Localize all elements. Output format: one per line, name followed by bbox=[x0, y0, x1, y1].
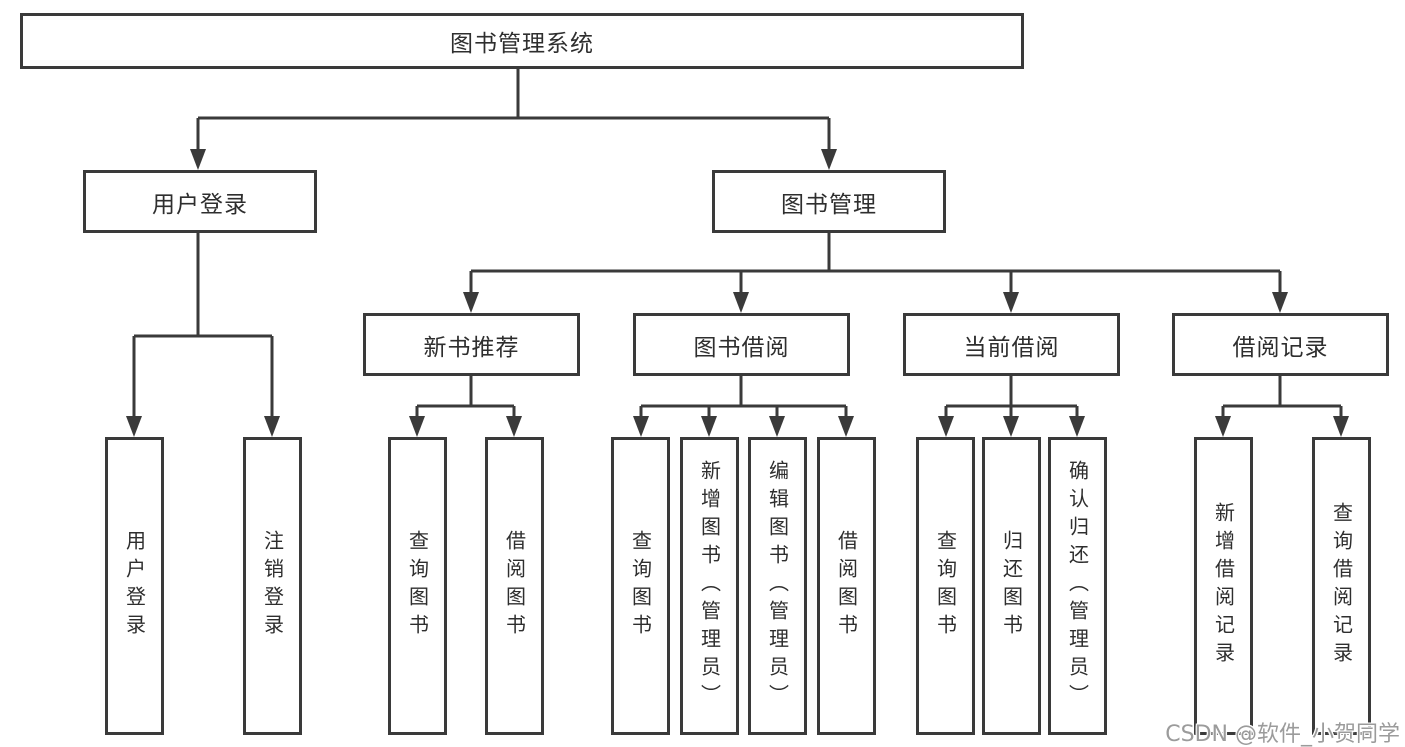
node-library-management-system: 图书管理系统 bbox=[20, 13, 1024, 69]
leaf-query-books: 查询图书 bbox=[388, 437, 447, 735]
connector-root-to-level2 bbox=[196, 69, 831, 151]
leaf-confirm-return-admin: 确认归还（管理员） bbox=[1048, 437, 1107, 735]
leaf-label: 查询图书 bbox=[933, 530, 958, 642]
leaf-query-books: 查询图书 bbox=[916, 437, 975, 735]
leaf-return-books: 归还图书 bbox=[982, 437, 1041, 735]
leaf-user-login: 用户登录 bbox=[105, 437, 164, 735]
leaf-borrow-books: 借阅图书 bbox=[817, 437, 876, 735]
leaf-label: 归还图书 bbox=[999, 530, 1024, 642]
leaf-label: 确认归还（管理员） bbox=[1065, 460, 1090, 712]
leaf-label: 查询借阅记录 bbox=[1329, 502, 1354, 670]
connector-bookborrow-to-leaves bbox=[639, 376, 848, 418]
node-current-borrow: 当前借阅 bbox=[903, 313, 1120, 376]
leaf-add-borrow-record: 新增借阅记录 bbox=[1194, 437, 1253, 735]
node-borrow-records: 借阅记录 bbox=[1172, 313, 1389, 376]
leaf-label: 新增借阅记录 bbox=[1211, 502, 1236, 670]
node-label: 借阅记录 bbox=[1232, 334, 1329, 361]
leaf-logout: 注销登录 bbox=[243, 437, 302, 735]
arrowheads bbox=[126, 149, 1349, 437]
node-label: 图书借阅 bbox=[693, 334, 790, 361]
node-book-borrow: 图书借阅 bbox=[633, 313, 850, 376]
connector-bookmgmt-to-level3 bbox=[469, 233, 1282, 294]
connector-currentborrow-to-leaves bbox=[944, 376, 1079, 418]
leaf-label: 编辑图书（管理员） bbox=[765, 460, 790, 712]
node-label: 图书管理系统 bbox=[450, 31, 594, 57]
leaf-label: 新增图书（管理员） bbox=[697, 460, 722, 712]
node-book-management: 图书管理 bbox=[712, 170, 946, 233]
node-label: 新书推荐 bbox=[423, 334, 520, 361]
leaf-query-borrow-record: 查询借阅记录 bbox=[1312, 437, 1371, 735]
node-user-login: 用户登录 bbox=[83, 170, 317, 233]
connector-userlogin-to-leaves bbox=[132, 233, 274, 418]
leaf-borrow-books: 借阅图书 bbox=[485, 437, 544, 735]
node-new-book-recommend: 新书推荐 bbox=[363, 313, 580, 376]
node-label: 当前借阅 bbox=[963, 334, 1060, 361]
connector-newbooks-to-leaves bbox=[415, 376, 516, 418]
csdn-watermark: CSDN @软件_小贺同学 bbox=[1165, 722, 1400, 747]
node-label: 用户登录 bbox=[152, 191, 248, 218]
connector-records-to-leaves bbox=[1221, 376, 1343, 418]
leaf-label: 借阅图书 bbox=[834, 530, 859, 642]
leaf-label: 查询图书 bbox=[405, 530, 430, 642]
node-label: 图书管理 bbox=[781, 191, 877, 218]
leaf-label: 查询图书 bbox=[628, 530, 653, 642]
leaf-add-books-admin: 新增图书（管理员） bbox=[680, 437, 739, 735]
leaf-query-books: 查询图书 bbox=[611, 437, 670, 735]
leaf-label: 借阅图书 bbox=[502, 530, 527, 642]
leaf-label: 注销登录 bbox=[260, 530, 285, 642]
leaf-label: 用户登录 bbox=[122, 530, 147, 642]
leaf-edit-books-admin: 编辑图书（管理员） bbox=[748, 437, 807, 735]
